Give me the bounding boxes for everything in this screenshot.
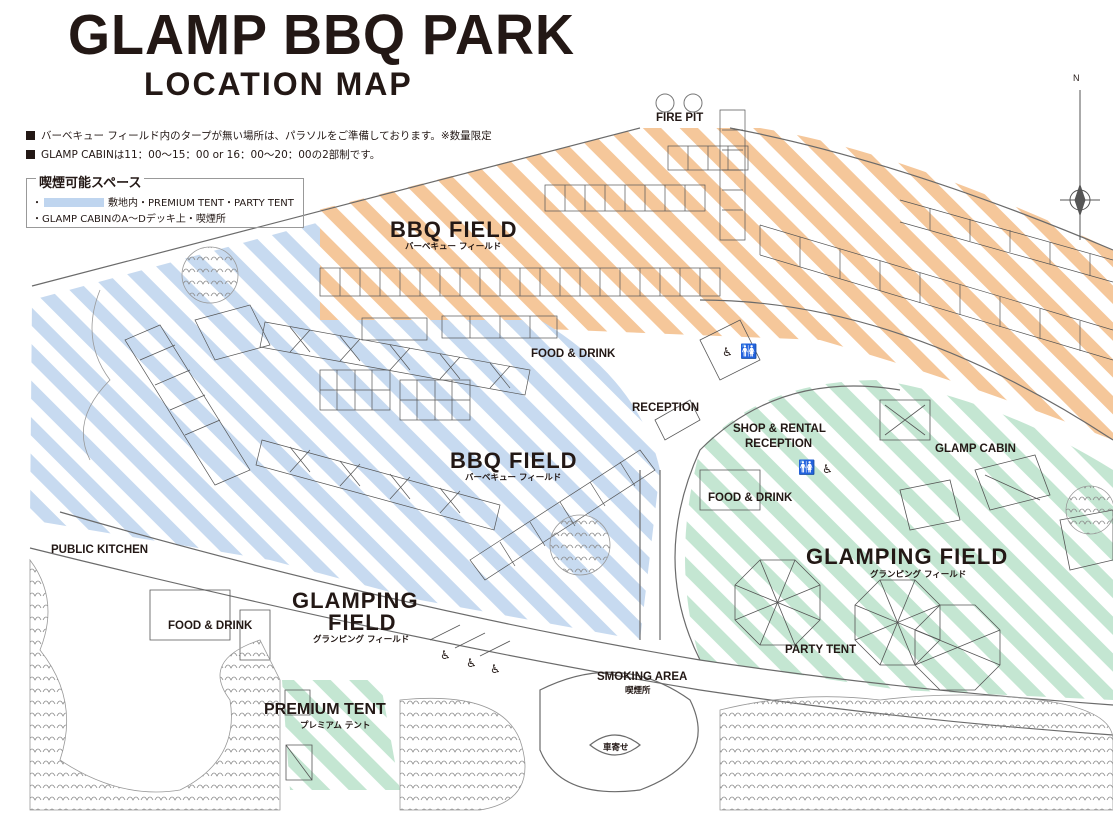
map-subtitle: LOCATION MAP	[144, 66, 413, 102]
wheelchair-parking-icon: ♿	[490, 662, 501, 676]
note-2: GLAMP CABINは11：00〜15：00 or 16：00〜20：00の2…	[26, 147, 380, 162]
glamping-field-west-label-1: GLAMPING	[292, 588, 419, 613]
food-drink-label-2: FOOD & DRINK	[708, 492, 793, 504]
map-title: GLAMP BBQ PARK	[68, 3, 576, 67]
bbq-field-north-label: BBQ FIELD	[390, 217, 518, 242]
glamping-field-east-zone	[685, 380, 1113, 700]
smoking-legend-line-1: ・ 敷地内・PREMIUM TENT・PARTY TENT	[32, 194, 294, 209]
premium-tent-label: PREMIUM TENT	[264, 701, 386, 718]
compass-north-label: N	[1073, 73, 1080, 83]
glamping-field-west-label-2: FIELD	[328, 610, 397, 635]
food-drink-label-3: FOOD & DRINK	[168, 620, 253, 632]
tree-icon	[29, 93, 1113, 811]
premium-tent-jp: プレミアム テント	[300, 721, 371, 731]
bbq-field-north-jp: バーベキュー フィールド	[405, 242, 502, 252]
public-kitchen-label: PUBLIC KITCHEN	[51, 544, 149, 556]
smoking-area-swatch	[44, 198, 104, 207]
note-2-text: GLAMP CABINは11：00〜15：00 or 16：00〜20：00の2…	[41, 149, 381, 161]
bullet-square-icon	[26, 150, 35, 159]
bbq-field-center-zone	[30, 222, 660, 640]
glamping-field-east-label: GLAMPING FIELD	[806, 544, 1009, 569]
shop-rental-label: SHOP & RENTAL	[733, 423, 826, 435]
smoking-legend-bullet: ・	[32, 198, 42, 209]
wheelchair-icon: ♿	[822, 462, 833, 476]
smoking-legend-line-2: ・GLAMP CABINのA〜Dデッキ上・喫煙所	[32, 214, 226, 225]
restroom-icon: 🚻	[798, 460, 816, 476]
note-1: バーベキュー フィールド内のタープが無い場所は、パラソルをご準備しております。※…	[26, 128, 492, 143]
glamp-cabin-label: GLAMP CABIN	[935, 443, 1016, 455]
wheelchair-parking-icon: ♿	[466, 656, 477, 670]
compass-icon	[1060, 90, 1100, 240]
bbq-field-center-label: BBQ FIELD	[450, 448, 578, 473]
fire-pit-label: FIRE PIT	[656, 112, 704, 124]
smoking-legend-line-1-text: 敷地内・PREMIUM TENT・PARTY TENT	[108, 198, 294, 209]
reception-label: RECEPTION	[632, 402, 700, 414]
note-1-text: バーベキュー フィールド内のタープが無い場所は、パラソルをご準備しております。※…	[41, 130, 492, 142]
smoking-area-jp-label: 喫煙所	[625, 686, 651, 696]
smoking-legend-box	[26, 178, 304, 228]
premium-tent-zone	[282, 680, 400, 790]
glamping-field-west-jp: グランピング フィールド	[313, 635, 410, 645]
drop-off-label: 車寄せ	[603, 743, 629, 753]
bbq-field-north-zone	[318, 128, 1113, 440]
bullet-square-icon	[26, 131, 35, 140]
shop-rental-reception-label: RECEPTION	[745, 438, 813, 450]
food-drink-label-1: FOOD & DRINK	[531, 348, 616, 360]
smoking-legend-title: 喫煙可能スペース	[36, 172, 145, 191]
wheelchair-parking-icon: ♿	[440, 648, 451, 662]
glamping-field-east-jp: グランピング フィールド	[870, 570, 967, 580]
wheelchair-icon: ♿	[722, 345, 733, 359]
restroom-icon: 🚻	[740, 344, 758, 360]
party-tent-label: PARTY TENT	[785, 644, 857, 656]
bbq-field-center-jp: バーベキュー フィールド	[465, 473, 562, 483]
smoking-area-label: SMOKING AREA	[597, 671, 688, 683]
